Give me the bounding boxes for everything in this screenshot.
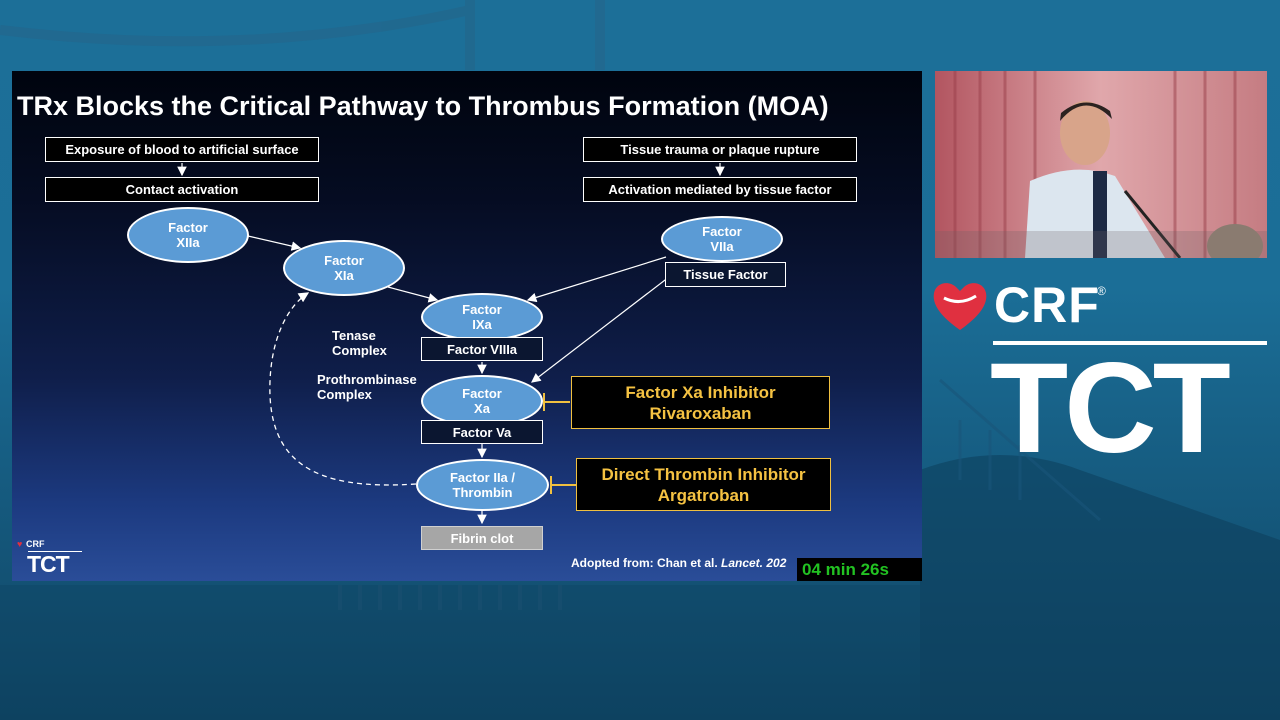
- factor-xa-line2: Xa: [474, 401, 490, 416]
- arrow-viia-xa: [531, 266, 683, 383]
- factor-viia-line2: VIIa: [710, 239, 734, 254]
- factor-xia-line2: XIa: [334, 268, 354, 283]
- contact-activation-box: Contact activation: [45, 177, 319, 202]
- crf-tct-branding: CRF ® TCT: [930, 276, 1270, 486]
- fibrin-clot-box: Fibrin clot: [421, 526, 543, 550]
- crf-heart-icon: [933, 283, 987, 330]
- citation-journal: Lancet. 202: [721, 556, 787, 570]
- factor-iia-thrombin-node: Factor IIa /Thrombin: [416, 459, 549, 511]
- citation: Adopted from: Chan et al. Lancet. 202: [571, 556, 786, 570]
- brand-rule: [993, 341, 1267, 345]
- xa-inhibitor-line1: Factor Xa Inhibitor: [625, 382, 776, 402]
- exposure-box: Exposure of blood to artificial surface: [45, 137, 319, 162]
- factor-iia-line2: Thrombin: [452, 485, 513, 500]
- tissue-trauma-box: Tissue trauma or plaque rupture: [583, 137, 857, 162]
- tct-wordmark: TCT: [990, 337, 1231, 480]
- arrow-xiia-xia: [247, 235, 302, 251]
- slide-title: TRx Blocks the Critical Pathway to Throm…: [17, 91, 829, 121]
- speaker-video: [935, 71, 1267, 258]
- factor-iia-line1: Factor IIa /: [449, 470, 516, 485]
- tenase-line1: Tenase: [332, 328, 376, 343]
- prothrombinase-line1: Prothrombinase: [317, 372, 417, 387]
- feedback-dashed-arrow: [269, 292, 417, 486]
- presentation-slide: TRx Blocks the Critical Pathway to Throm…: [12, 71, 922, 581]
- xa-inhibitor-line2: Rivaroxaban: [649, 403, 752, 423]
- tenase-line2: Complex: [332, 343, 387, 358]
- prothrombinase-line2: Complex: [317, 387, 372, 402]
- factor-xa-inhibitor-box: Factor Xa Inhibitor Rivaroxaban: [571, 376, 830, 429]
- arrow-xia-ixa: [387, 286, 439, 303]
- direct-thrombin-inhibitor-box: Direct Thrombin Inhibitor Argatroban: [576, 458, 831, 511]
- factor-ixa-line2: IXa: [472, 317, 492, 332]
- slide-logo-crf: CRF: [26, 539, 45, 549]
- factor-xia-line1: Factor: [324, 253, 364, 268]
- slide-tct-logo: ♥ CRF TCT: [16, 539, 86, 579]
- factor-ixa-line1: Factor: [462, 302, 502, 317]
- citation-prefix: Adopted from: Chan et al.: [571, 556, 721, 570]
- pathway-arrows: [177, 163, 725, 525]
- registered-mark: ®: [1097, 284, 1106, 298]
- factor-xiia-line2: XIIa: [176, 235, 200, 250]
- tissue-factor-box: Tissue Factor: [665, 262, 786, 287]
- crf-wordmark: CRF: [994, 277, 1100, 333]
- dti-line2: Argatroban: [657, 485, 750, 505]
- factor-viia-line1: Factor: [702, 224, 742, 239]
- countdown-timer: 04 min 26s: [797, 558, 922, 581]
- factor-viiia-box: Factor VIIIa: [421, 337, 543, 361]
- speaker-video-frame: [935, 71, 1267, 258]
- heart-icon: ♥: [17, 539, 23, 549]
- slide-logo-tct: TCT: [27, 551, 70, 577]
- tf-activation-box: Activation mediated by tissue factor: [583, 177, 857, 202]
- slide-logo-rule: [28, 551, 82, 552]
- dti-line1: Direct Thrombin Inhibitor: [601, 464, 806, 484]
- arrow-viia-ixa: [526, 256, 667, 303]
- factor-xa-line1: Factor: [462, 386, 502, 401]
- factor-xiia-line1: Factor: [168, 220, 208, 235]
- factor-va-box: Factor Va: [421, 420, 543, 444]
